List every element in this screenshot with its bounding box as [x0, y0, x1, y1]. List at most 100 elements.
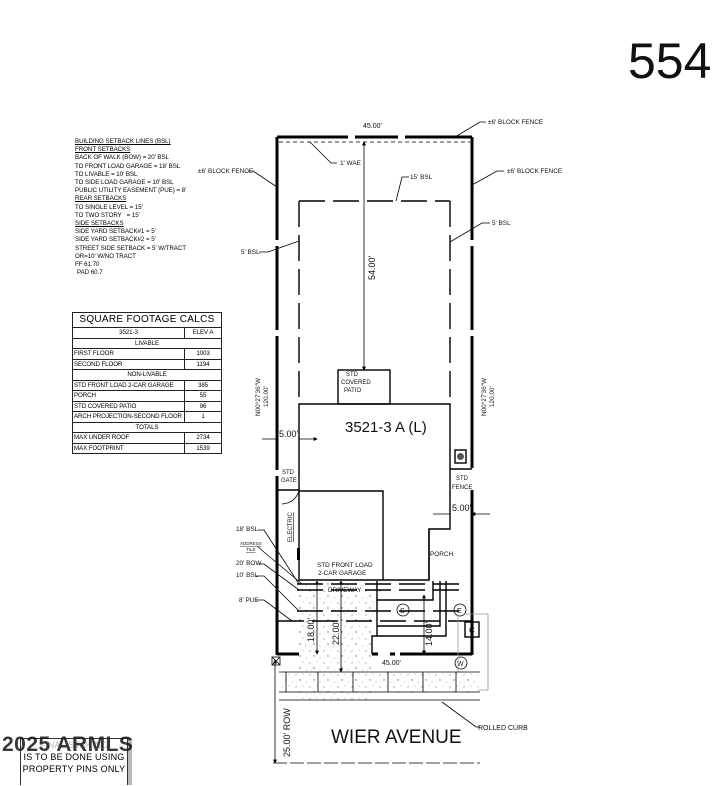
bsl-18-label: 18' BSL — [236, 526, 259, 533]
ac-unit-icon — [454, 449, 467, 464]
side-bsl-left-label: 5' BSL — [241, 249, 260, 256]
walk-left-edge — [371, 600, 378, 654]
patio-label-1: STD — [346, 372, 359, 378]
svg-text:C: C — [469, 626, 475, 635]
plan-label: 3521-3 A (L) — [345, 419, 427, 436]
row-label: PORCH — [72, 390, 185, 402]
row-label: STD COVERED PATIO — [72, 400, 185, 412]
property-pin-icon — [271, 656, 281, 666]
address-tile-label-2: TILE — [246, 547, 256, 552]
fence-right-leader — [471, 170, 504, 186]
setback-note-line: TO LIVABLE = 10' BSL — [75, 170, 138, 178]
rear-bsl-label: 15' BSL — [410, 174, 433, 181]
setback-note-line: SIDE YARD SETBACK#2 = 5' — [75, 236, 156, 244]
dim-18: 18.00' — [306, 617, 316, 642]
lot-number: 554 — [628, 33, 711, 89]
row-value: 1194 — [184, 358, 222, 370]
electric-panel-icon — [297, 548, 300, 560]
sidewalk-joints — [285, 672, 457, 692]
walk-to-porch — [377, 581, 441, 627]
dim-side-right: 5.00' — [452, 503, 472, 513]
svg-text:S: S — [400, 608, 405, 615]
setback-note-line: TO TWO STORY = 15' — [75, 211, 140, 219]
svg-text:W: W — [457, 661, 464, 668]
rolled-curb-label: ROLLED CURB — [478, 725, 528, 732]
bearing-left-2: 120.00' — [263, 386, 270, 407]
electric-label: ELECTRIC — [288, 512, 294, 542]
wae-label: 1' WAE — [340, 160, 361, 167]
sidewalk — [282, 672, 478, 692]
row-label: MAX FOOTPRINT — [72, 442, 185, 454]
address-tile-label-1: ADDRESS — [240, 541, 262, 546]
patio-label-2: COVERED — [341, 380, 371, 386]
dim-14: 14.00' — [424, 621, 434, 646]
setback-notes-title: BUILDING SETBACK LINES (BSL) — [75, 138, 171, 145]
dim-row: 25.00' ROW — [282, 708, 292, 757]
row-label: STD FRONT LOAD 2-CAR GARAGE — [72, 379, 185, 391]
water-meter-icon: W — [454, 656, 468, 670]
setback-note-line: OR=10' W/NO TRACT — [75, 252, 136, 260]
setback-note-line: STREET SIDE SETBACK = 5' W/TRACT — [75, 244, 187, 252]
rolled-curb-leader — [441, 701, 480, 728]
gate-swing — [277, 490, 300, 505]
setback-note-line: TO SINGLE LEVEL = 15' — [75, 203, 143, 211]
staking-note: FINAL STAKING IS TO BE DONE USING PROPER… — [20, 738, 128, 785]
sqft-elevation: ELEV A — [184, 327, 222, 339]
dim-side-left: 5.00' — [279, 429, 299, 439]
patio-label-3: PATIO — [344, 388, 361, 394]
side-bsl-right-leader — [449, 222, 490, 243]
setback-note-line: PUBLIC UTILITY EASEMENT (PUE) = 8' — [75, 187, 187, 195]
row-label: FIRST FLOOR — [72, 348, 185, 360]
fence-top-label: ±6' BLOCK FENCE — [488, 119, 543, 126]
staking-note-line-1: FINAL STAKING — [39, 740, 109, 750]
finished-floor: FF 61.70 — [75, 261, 100, 269]
sidewalk-edges — [279, 671, 480, 701]
walk-outline — [376, 581, 434, 601]
row-value: 2734 — [184, 432, 222, 444]
building-footprint — [298, 369, 451, 581]
dim-lot-width-top: 45.00' — [363, 123, 382, 130]
bearing-right-1: N00°27'36"W — [480, 377, 488, 416]
gate-label-1: STD — [282, 470, 295, 476]
porch-label: PORCH — [430, 551, 453, 558]
walk-outer — [377, 581, 447, 637]
side-bsl-right-label: 5' BSL — [492, 220, 511, 227]
pue-8-leader — [256, 599, 293, 622]
staking-note-line-2: IS TO BE DONE USING — [23, 752, 125, 762]
sqft-group-heading: TOTALS — [72, 421, 222, 433]
lot-boundary — [275, 135, 474, 656]
pad-elevation: PAD 60.7 — [77, 269, 103, 277]
address-tile-leader — [257, 546, 303, 585]
dim-22: 22.00' — [331, 620, 341, 645]
rear-setbacks-heading: REAR SETBACKS — [75, 195, 127, 203]
row-value: 96 — [184, 400, 222, 412]
row-label: MAX UNDER ROOF — [72, 432, 185, 444]
front-setbacks-heading: FRONT SETBACKS — [75, 146, 131, 154]
pue-8-label: 8' PUE — [239, 597, 259, 604]
setback-note-line: SIDE YARD SETBACK#1 = 5' — [75, 228, 156, 236]
side-setbacks-heading: SIDE SETBACKS — [75, 220, 124, 228]
row-label: ARCH PROJECTION-SECOND FLOOR — [72, 411, 185, 423]
electric-meter-icon: E — [453, 603, 467, 617]
fence-label-2: FENCE — [452, 485, 472, 491]
bow-20-leader — [258, 563, 300, 591]
utility-easement-box — [457, 613, 489, 691]
sqft-group-heading: NON-LIVABLE — [72, 369, 222, 381]
fence-label-1: STD — [456, 476, 469, 482]
wae-leader — [309, 141, 337, 164]
row-value: 385 — [184, 379, 222, 391]
row-value: 1003 — [184, 348, 222, 360]
garage-label-2: 2-CAR GARAGE — [318, 570, 366, 577]
dim-lot-width-bottom: 45.00' — [382, 660, 401, 667]
bsl-18-leader — [258, 529, 300, 585]
